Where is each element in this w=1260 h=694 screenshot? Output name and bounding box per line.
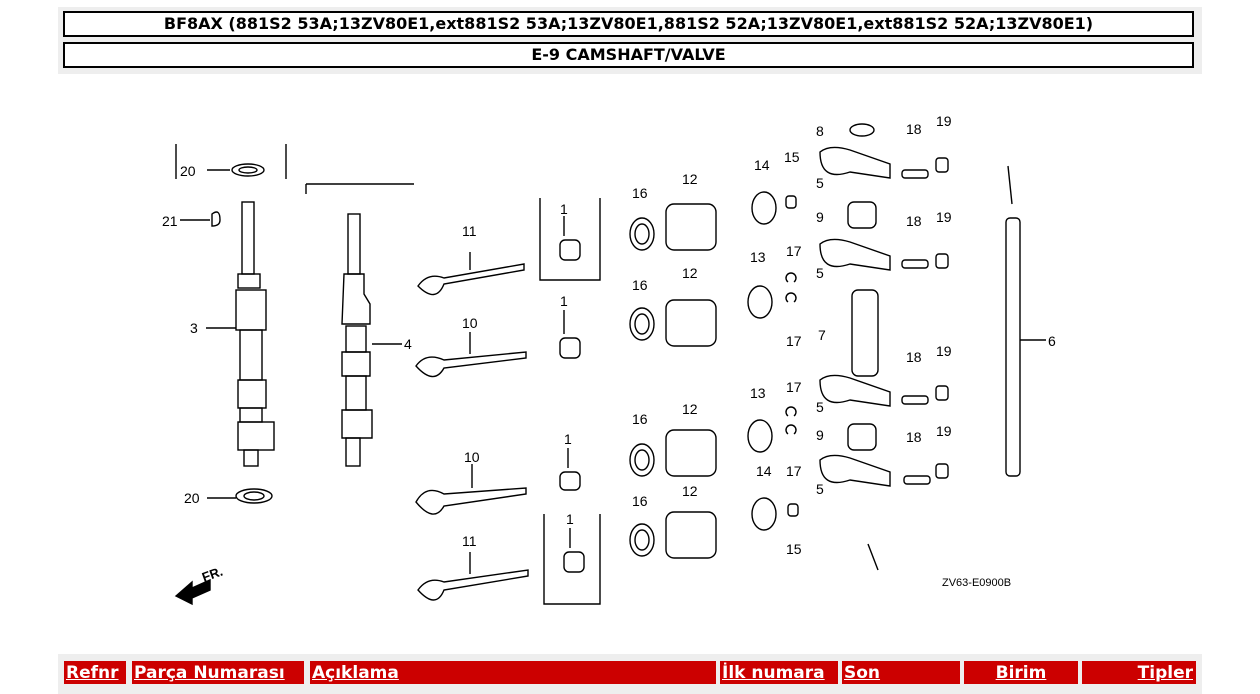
callout-14: 14: [754, 157, 770, 173]
callout-4: 4: [404, 336, 412, 352]
callout-16: 16: [632, 185, 648, 201]
diagram-code: ZV63-E0900B: [942, 577, 1011, 589]
callout-9: 9: [816, 209, 824, 225]
callout-1c: 1: [564, 431, 572, 447]
callout-17c: 17: [786, 379, 802, 395]
callout-19b: 19: [936, 209, 952, 225]
direction-label: FR.: [200, 564, 225, 585]
callout-12c: 12: [682, 401, 698, 417]
callout-5: 5: [816, 175, 824, 191]
callout-21: 21: [162, 213, 178, 229]
callout-12: 12: [682, 171, 698, 187]
callout-13b: 13: [750, 385, 766, 401]
callout-16d: 16: [632, 493, 648, 509]
callout-10: 10: [462, 315, 478, 331]
callout-17: 17: [786, 243, 802, 259]
callout-3: 3: [190, 320, 198, 336]
col-first-number[interactable]: İlk numara: [718, 659, 840, 686]
callout-1d: 1: [566, 511, 574, 527]
callout-18d: 18: [906, 429, 922, 445]
callout-12d: 12: [682, 483, 698, 499]
col-description[interactable]: Açıklama: [308, 659, 718, 686]
callout-14b: 14: [756, 463, 772, 479]
callout-5d: 5: [816, 481, 824, 497]
callout-17b: 17: [786, 333, 802, 349]
callout-16c: 16: [632, 411, 648, 427]
callout-20b: 20: [184, 490, 200, 506]
callout-20: 20: [180, 163, 196, 179]
callout-13: 13: [750, 249, 766, 265]
callout-19c: 19: [936, 343, 952, 359]
callout-5b: 5: [816, 265, 824, 281]
callout-9b: 9: [816, 427, 824, 443]
callout-18: 18: [906, 121, 922, 137]
parts-diagram: 20 21 3 4 20 11 10 10 11 1 1 1 1 16 16 1…: [162, 113, 1056, 606]
section-title: E-9 CAMSHAFT/VALVE: [63, 42, 1194, 68]
callout-19d: 19: [936, 423, 952, 439]
callout-18b: 18: [906, 213, 922, 229]
callout-5c: 5: [816, 399, 824, 415]
callout-18c: 18: [906, 349, 922, 365]
callout-1b: 1: [560, 293, 568, 309]
callout-17d: 17: [786, 463, 802, 479]
col-types[interactable]: Tipler: [1080, 659, 1198, 686]
callout-6: 6: [1048, 333, 1056, 349]
col-unit[interactable]: Birim: [962, 659, 1080, 686]
callout-19: 19: [936, 113, 952, 129]
callout-1: 1: [560, 201, 568, 217]
callout-16b: 16: [632, 277, 648, 293]
callout-8: 8: [816, 123, 824, 139]
col-ref[interactable]: Refnr: [62, 659, 128, 686]
callout-15: 15: [784, 149, 800, 165]
callout-7: 7: [818, 327, 826, 343]
callout-11: 11: [462, 223, 477, 239]
callout-labels: 20 21 3 4 20 11 10 10 11 1 1 1 1 16 16 1…: [162, 113, 1056, 557]
callout-12b: 12: [682, 265, 698, 281]
callout-15b: 15: [786, 541, 802, 557]
callout-10b: 10: [464, 449, 480, 465]
model-title: BF8AX (881S2 53A;13ZV80E1,ext881S2 53A;1…: [63, 11, 1194, 37]
col-last[interactable]: Son: [840, 659, 962, 686]
callout-11b: 11: [462, 533, 477, 549]
col-part-number[interactable]: Parça Numarası: [130, 659, 306, 686]
